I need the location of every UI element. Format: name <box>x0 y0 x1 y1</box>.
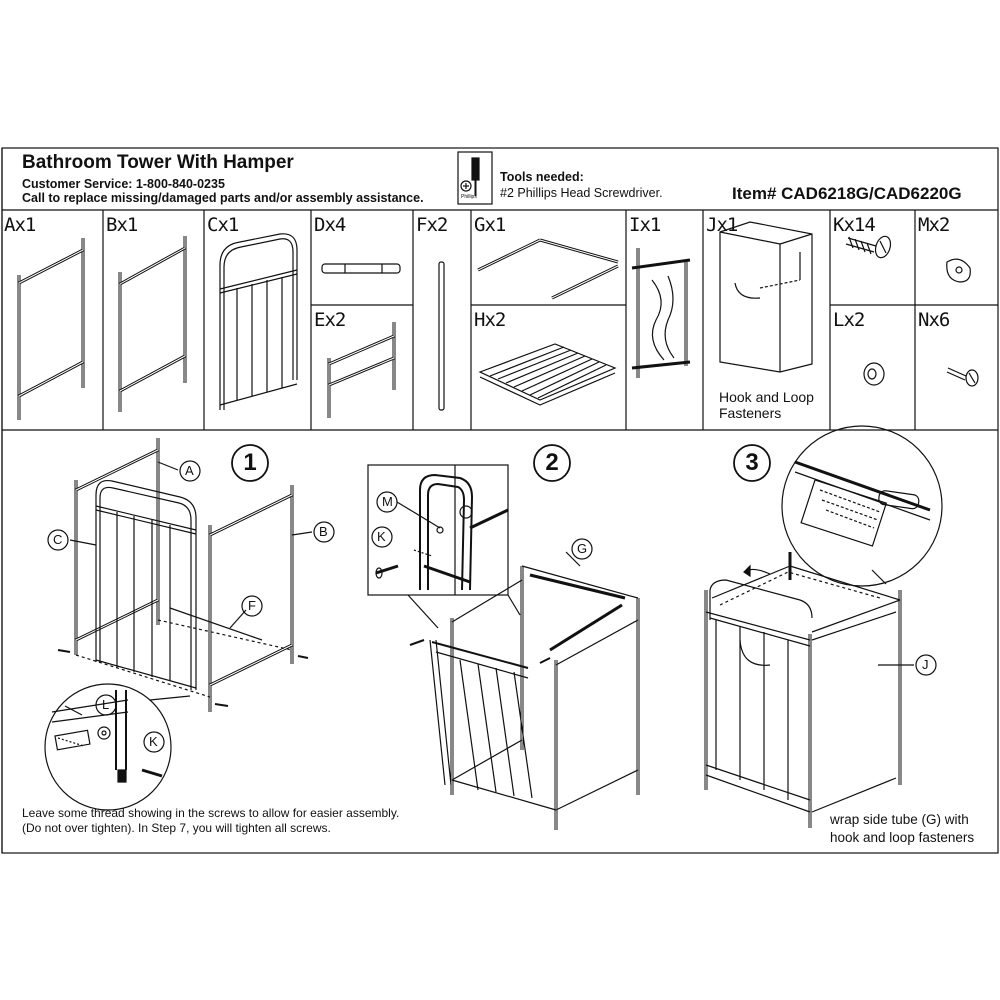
part-j-drawing <box>719 221 813 373</box>
step-1-number: 1 <box>243 449 257 476</box>
part-m-drawing <box>946 258 971 283</box>
part-i-drawing <box>631 248 691 378</box>
step-3-diagram <box>704 425 943 828</box>
part-label-e: Ex2 <box>314 309 346 331</box>
part-label-d: Dx4 <box>314 214 346 236</box>
part-label-f: Fx2 <box>416 214 448 236</box>
part-h-drawing <box>478 343 617 406</box>
part-label-h: Hx2 <box>474 309 506 331</box>
part-k-drawing <box>845 235 892 259</box>
document-title: Bathroom Tower With Hamper <box>22 152 294 173</box>
part-label-g: Gx1 <box>474 214 506 236</box>
part-label-i: Ix1 <box>629 214 661 236</box>
callout-m: M <box>382 494 393 509</box>
callout-j: J <box>922 657 929 672</box>
step-3-number: 3 <box>745 449 759 476</box>
step-1-diagram <box>44 438 335 811</box>
part-b-drawing <box>118 236 187 412</box>
part-g-drawing <box>477 238 619 300</box>
step-3-note: wrap side tube (G) with hook and loop fa… <box>830 812 975 845</box>
step-2-diagram <box>367 444 640 830</box>
step-1-note: Leave some thread showing in the screws … <box>22 806 400 835</box>
tools-heading: Tools needed: <box>500 170 584 184</box>
callout-k-step2: K <box>377 529 386 544</box>
part-label-l: Lx2 <box>833 309 865 331</box>
customer-service-line: Customer Service: 1-800-840-0235 <box>22 177 225 191</box>
part-e-drawing <box>327 322 396 418</box>
callout-b: B <box>319 524 328 539</box>
part-j-note: Hook and Loop Fasteners <box>719 389 814 421</box>
part-label-k: Kx14 <box>833 214 876 236</box>
part-label-a: Ax1 <box>4 214 36 236</box>
part-label-b: Bx1 <box>106 214 138 236</box>
part-n-drawing <box>946 367 979 387</box>
callout-f: F <box>248 598 256 613</box>
callout-g: G <box>577 541 588 556</box>
part-a-drawing <box>17 238 85 420</box>
call-assistance-line: Call to replace missing/damaged parts an… <box>22 191 424 205</box>
phillips-icon-label: Phillips <box>461 194 477 200</box>
callout-k: K <box>149 734 158 749</box>
callout-c: C <box>53 532 63 547</box>
tools-text: #2 Phillips Head Screwdriver. <box>500 186 663 200</box>
screwdriver-icon <box>457 151 493 205</box>
item-number: Item# CAD6218G/CAD6220G <box>732 184 962 203</box>
part-f-drawing <box>438 261 445 411</box>
part-label-c: Cx1 <box>207 214 239 236</box>
part-label-n: Nx6 <box>918 309 950 331</box>
callout-a: A <box>185 463 194 478</box>
part-label-j: Jx1 <box>706 214 738 236</box>
part-d-drawing <box>321 263 401 274</box>
part-label-m: Mx2 <box>918 214 950 236</box>
part-l-drawing <box>863 362 885 386</box>
step-2-number: 2 <box>545 449 559 476</box>
callout-l: L <box>102 697 110 712</box>
part-c-drawing <box>219 233 298 410</box>
